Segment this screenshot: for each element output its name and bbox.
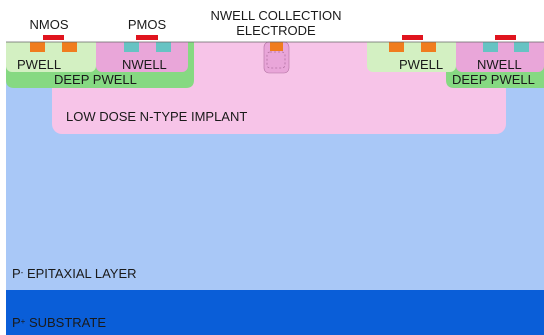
- pmos-gate-right: [495, 35, 516, 40]
- nwell-left-label: NWELL: [122, 57, 167, 72]
- pmos-source-contact-left: [124, 42, 139, 52]
- deep-pwell-right-label: DEEP PWELL: [452, 72, 535, 87]
- substrate-superscript: +: [20, 317, 26, 326]
- substrate-layer: [6, 290, 544, 335]
- epitaxial-superscript: -: [20, 268, 24, 277]
- epitaxial-text: EPITAXIAL LAYER: [23, 266, 137, 281]
- nmos-source-contact-right: [389, 42, 404, 52]
- pmos-drain-contact-left: [156, 42, 171, 52]
- collection-electrode-label-line1: NWELL COLLECTION: [210, 8, 342, 23]
- nwell-right-label: NWELL: [477, 57, 522, 72]
- substrate-label: P+ SUBSTRATE: [12, 316, 106, 330]
- nmos-gate-left: [43, 35, 64, 40]
- substrate-prefix: P: [12, 315, 21, 330]
- pmos-label: PMOS: [127, 17, 167, 32]
- pwell-left-label: PWELL: [17, 57, 62, 72]
- collection-depletion-outline: [266, 51, 286, 69]
- nmos-drain-contact-right: [421, 42, 436, 52]
- nmos-gate-right: [402, 35, 423, 40]
- implant-label: LOW DOSE N-TYPE IMPLANT: [66, 109, 248, 124]
- pwell-right-label: PWELL: [399, 57, 444, 72]
- nmos-source-contact-left: [30, 42, 45, 52]
- pmos-gate-left: [136, 35, 158, 40]
- pmos-source-contact-right: [483, 42, 498, 52]
- epitaxial-layer-label: P- EPITAXIAL LAYER: [12, 267, 137, 281]
- deep-pwell-left-label: DEEP PWELL: [54, 72, 137, 87]
- substrate-text: SUBSTRATE: [25, 315, 107, 330]
- epitaxial-prefix: P: [12, 266, 21, 281]
- nmos-drain-contact-left: [62, 42, 77, 52]
- collection-contact: [270, 42, 283, 51]
- pmos-drain-contact-right: [514, 42, 529, 52]
- collection-electrode-label-line2: ELECTRODE: [236, 23, 316, 38]
- nmos-label: NMOS: [29, 17, 69, 32]
